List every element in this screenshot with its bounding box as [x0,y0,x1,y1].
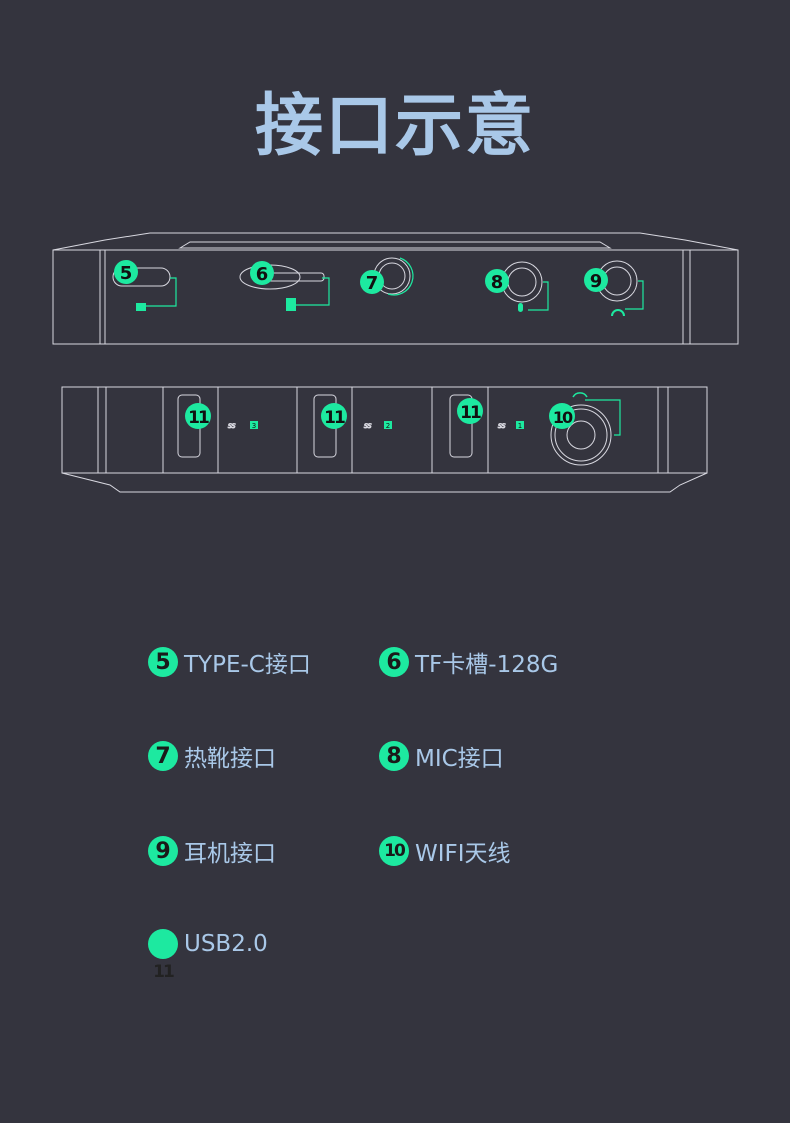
callout-badges [114,260,608,429]
svg-text:7: 7 [366,273,379,294]
wifi-icon [572,392,588,398]
back-panel [61,386,708,493]
headphone-icon [611,309,625,317]
legend-label: 热靴接口 [184,746,276,772]
number-badge: 7 [148,741,178,771]
tf-card-icon [286,298,296,311]
legend-item-wifi: 10 WIFI天线 [379,834,511,868]
svg-text:SS: SS [498,423,506,430]
svg-text:11: 11 [460,403,481,423]
wifi-antenna-port [550,404,612,466]
legend-label: MIC接口 [415,746,504,772]
svg-text:2: 2 [386,422,390,430]
svg-text:11: 11 [188,408,209,428]
legend-label: TYPE-C接口 [184,652,311,678]
device-diagram: SS 3 SS 2 SS 1 5 6 7 8 9 11 11 11 10 [52,232,739,493]
mic-icon [518,303,523,312]
legend-item-tf: 6 TF卡槽-128G [379,645,558,679]
svg-text:6: 6 [256,264,269,285]
legend-item-mic: 8 MIC接口 [379,739,504,773]
usb-port [449,394,473,458]
legend-label: 耳机接口 [184,841,276,867]
legend-item-headphone: 9 耳机接口 [148,834,276,868]
monitor-icon [136,303,146,311]
svg-text:5: 5 [120,263,133,284]
page-title: 接口示意 [254,87,535,166]
legend-label: USB2.0 [184,931,268,957]
port-labels: SS 3 SS 2 SS 1 [228,421,524,431]
legend-item-typec: 5 TYPE-C接口 [148,645,311,679]
number-badge: 8 [379,741,409,771]
typec-port [112,267,171,287]
number-badge: 11 [148,929,178,981]
legend-label: WIFI天线 [415,841,511,867]
legend-item-hotshoe: 7 热靴接口 [148,739,276,773]
number-badge: 6 [379,647,409,677]
number-badge: 5 [148,647,178,677]
svg-text:1: 1 [518,422,522,430]
number-badge: 9 [148,836,178,866]
svg-text:8: 8 [491,272,504,293]
svg-text:SS: SS [228,423,236,430]
legend-label: TF卡槽-128G [415,652,559,678]
svg-text:10: 10 [553,408,573,427]
svg-text:3: 3 [252,422,256,430]
svg-text:9: 9 [590,271,603,292]
svg-text:SS: SS [364,423,372,430]
number-badge: 10 [379,836,409,866]
svg-text:11: 11 [324,408,345,428]
legend-item-usb: 11 USB2.0 [148,929,268,981]
front-panel [52,232,739,436]
